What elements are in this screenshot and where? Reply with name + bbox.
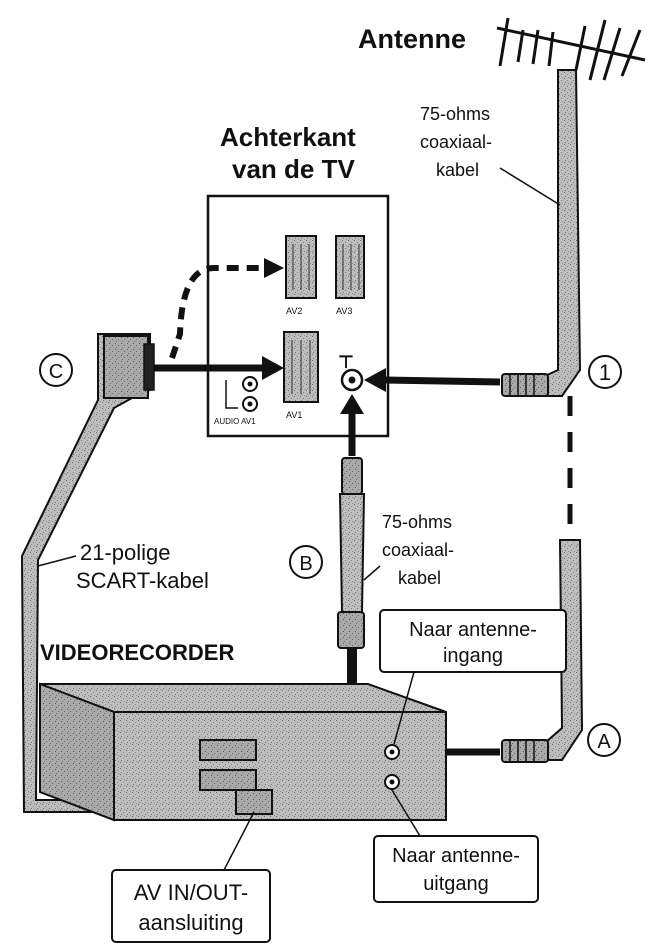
- svg-text:Naar antenne-: Naar antenne-: [392, 845, 520, 867]
- tv-back-panel: AV2 AV3 AV1 AUDIO AV1 ⊤: [206, 194, 390, 438]
- vcr-scart-plug: [235, 789, 273, 815]
- svg-text:C: C: [49, 361, 63, 383]
- vcr-label: VIDEORECORDER: [40, 640, 234, 665]
- coax-mid-leader: [363, 565, 381, 581]
- coax-mid-label-line1: 75-ohms: [382, 512, 452, 532]
- coax-top-label-line1: 75-ohms: [420, 104, 490, 124]
- antenna-arrow-to-tv: [383, 376, 501, 386]
- vcr-body: [39, 682, 447, 822]
- svg-text:Naar antenne-: Naar antenne-: [409, 619, 537, 641]
- svg-text:aansluiting: aansluiting: [138, 910, 243, 935]
- antenna-label: Antenne: [358, 24, 466, 54]
- dashed-arrow-to-av2: [169, 265, 266, 359]
- coax-b-arrowhead-up: [340, 394, 364, 414]
- scart-leader: [37, 555, 77, 567]
- scart-av2-label: AV2: [286, 306, 302, 316]
- callout-antenna-in: Naar antenne- ingang: [379, 609, 567, 745]
- svg-text:ingang: ingang: [443, 645, 503, 667]
- svg-text:uitgang: uitgang: [423, 873, 489, 895]
- coax-top-label-line3: kabel: [436, 160, 479, 180]
- svg-text:1: 1: [599, 360, 611, 385]
- marker-a: A: [587, 723, 621, 757]
- marker-c: C: [39, 353, 73, 387]
- callout-av-inout: AV IN/OUT- aansluiting: [111, 811, 271, 943]
- scart-label-line2: SCART-kabel: [76, 568, 209, 593]
- svg-text:AV IN/OUT-: AV IN/OUT-: [134, 880, 249, 905]
- antenna-icon: [496, 17, 646, 81]
- coax-mid-label-line2: coaxiaal-: [382, 540, 454, 560]
- coax-top-label-line2: coaxiaal-: [420, 132, 492, 152]
- tv-antenna-input-jack: ⊤: [338, 352, 364, 392]
- scart-av3-label: AV3: [336, 306, 352, 316]
- tv-back-label-line1: Achterkant: [220, 122, 356, 152]
- audio-av1-label: AUDIO AV1: [214, 417, 256, 426]
- marker-1: 1: [588, 355, 622, 389]
- svg-text:⊤: ⊤: [338, 352, 354, 372]
- callout-antenna-out: Naar antenne- uitgang: [373, 789, 539, 903]
- scart-arrowhead-av1: [262, 356, 284, 380]
- marker-b: B: [289, 545, 323, 579]
- scart-label-line1: 21-polige: [80, 540, 171, 565]
- dashed-arrowhead-av2: [264, 258, 284, 278]
- coax-mid-label-line3: kabel: [398, 568, 441, 588]
- audio-jacks: [225, 376, 258, 412]
- antenna-coax-cable: [544, 69, 582, 397]
- tv-back-label-line2: van de TV: [232, 154, 355, 184]
- scart-socket-av3: [335, 235, 365, 299]
- antenna-arrowhead-tv: [364, 368, 386, 392]
- svg-text:B: B: [299, 553, 312, 575]
- coax-top-leader: [499, 167, 561, 206]
- scart-socket-av2: [285, 235, 317, 299]
- svg-text:A: A: [597, 731, 611, 753]
- scart-av1-label: AV1: [286, 410, 302, 420]
- scart-socket-av1: [283, 331, 319, 403]
- antenna-plug: [501, 373, 549, 397]
- scart-cable: [20, 333, 251, 813]
